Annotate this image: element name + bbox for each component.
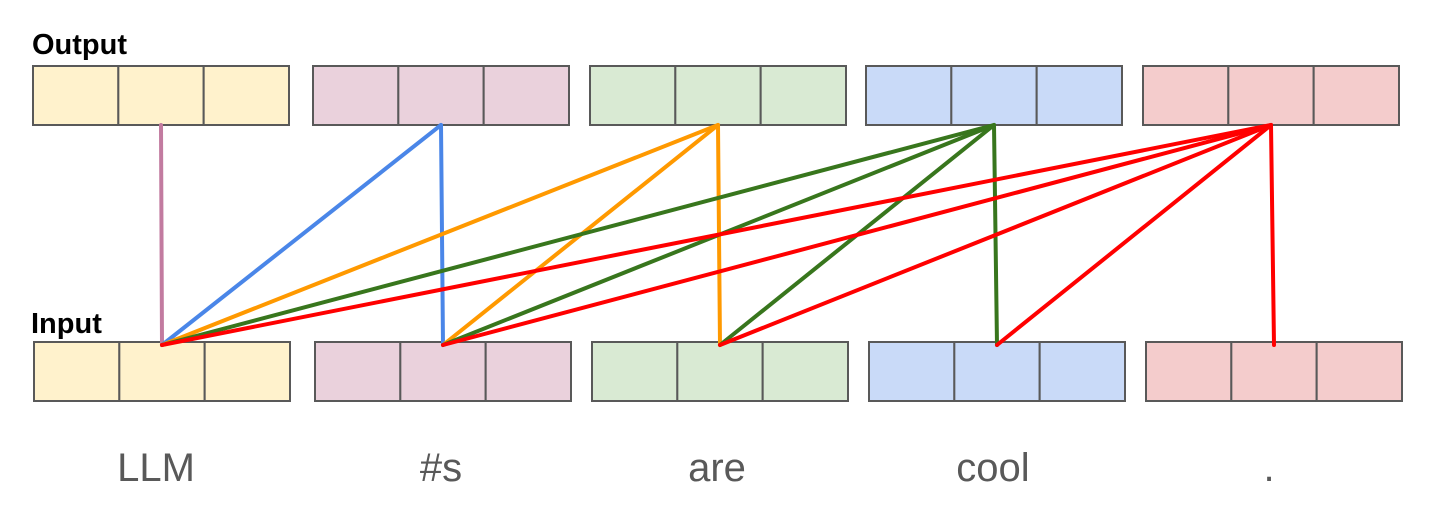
input-vector-cell — [1315, 341, 1403, 402]
input-vector-cell — [676, 341, 764, 402]
token-label-s: #s — [419, 446, 463, 490]
output-vector-cell — [32, 65, 120, 126]
attention-line-period-to-llm — [160, 123, 1273, 347]
attention-line-llm-to-llm — [159, 123, 164, 347]
input-vector-s — [314, 341, 572, 402]
output-vector-period — [1142, 65, 1400, 126]
output-vector-cell — [1227, 65, 1315, 126]
input-vector-llm — [33, 341, 292, 402]
output-vector-cell — [397, 65, 485, 126]
input-vector-are — [591, 341, 850, 402]
attention-line-period-to-are — [718, 123, 1273, 347]
input-vector-cell — [203, 341, 292, 402]
output-vector-are — [589, 65, 848, 126]
output-row-label: Output — [32, 29, 128, 61]
input-vector-cell — [314, 341, 402, 402]
attention-line-cool-to-llm — [160, 123, 996, 347]
output-vector-s — [312, 65, 570, 126]
input-vector-cell — [591, 341, 679, 402]
attention-line-period-to-s — [441, 123, 1273, 347]
output-vector-cell — [202, 65, 291, 126]
input-vector-cell — [118, 341, 206, 402]
attention-lines — [159, 123, 1276, 347]
input-vector-period — [1145, 341, 1403, 402]
output-vector-cell — [589, 65, 677, 126]
token-label-cool: cool — [956, 446, 1030, 490]
output-vector-cell — [865, 65, 953, 126]
input-vector-cell — [1230, 341, 1318, 402]
token-label-period: . — [1263, 446, 1275, 490]
attention-line-are-to-llm — [160, 123, 720, 347]
input-row-label: Input — [31, 308, 102, 340]
input-vector-cell — [1145, 341, 1233, 402]
input-vector-cell — [761, 341, 850, 402]
token-label-are: are — [688, 446, 746, 490]
output-vector-cell — [950, 65, 1038, 126]
output-vector-cell — [1312, 65, 1400, 126]
output-vector-cell — [759, 65, 848, 126]
output-vector-cell — [117, 65, 205, 126]
input-vector-cell — [33, 341, 121, 402]
output-vector-cell — [312, 65, 400, 126]
output-vector-cool — [865, 65, 1123, 126]
input-vector-cell — [953, 341, 1041, 402]
input-vector-cell — [1038, 341, 1126, 402]
input-vector-cool — [868, 341, 1126, 402]
token-label-llm: LLM — [117, 446, 195, 490]
output-vector-cell — [1142, 65, 1230, 126]
attention-line-period-to-cool — [995, 123, 1273, 347]
output-vector-cell — [674, 65, 762, 126]
input-vector-cell — [868, 341, 956, 402]
input-vector-cell — [484, 341, 572, 402]
output-vector-cell — [1035, 65, 1123, 126]
output-vector-llm — [32, 65, 291, 126]
input-vector-cell — [399, 341, 487, 402]
attention-line-period-to-period — [1269, 123, 1276, 347]
output-vector-cell — [482, 65, 570, 126]
attention-line-s-to-llm — [160, 123, 443, 347]
